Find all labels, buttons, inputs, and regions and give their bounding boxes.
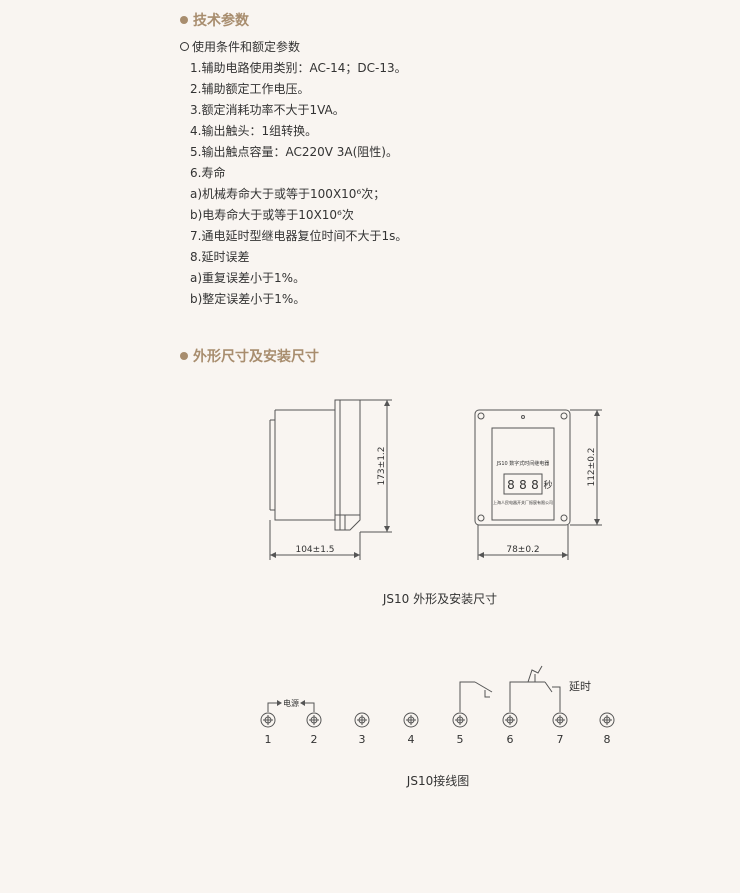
spec-item: 6.寿命 (190, 166, 226, 180)
usage-conditions-heading: 使用条件和额定参数 (180, 38, 300, 55)
spec-item: 4.输出触头：1组转换。 (190, 124, 318, 138)
power-label: 电源 (283, 698, 299, 708)
side-height-label: 173±1.2 (377, 446, 387, 485)
bullet-dot-icon (180, 16, 188, 24)
wiring-caption: JS10接线图 (406, 774, 470, 788)
dimensions-caption: JS10 外形及安装尺寸 (382, 592, 498, 606)
front-view-outline (474, 409, 571, 526)
spec-item: a)重复误差小于1%。 (190, 271, 306, 285)
side-width-label: 104±1.5 (295, 545, 334, 555)
front-width-label: 78±0.2 (506, 545, 539, 555)
tech-params-heading: 技术参数 (180, 10, 249, 30)
front-height-label: 112±0.2 (587, 447, 597, 486)
terminal-number: 1 (265, 733, 272, 746)
device-digit: 8 (507, 478, 515, 492)
spec-item: 5.输出触点容量：AC220V 3A(阻性)。 (190, 145, 398, 159)
spec-item: b)整定误差小于1%。 (190, 292, 306, 306)
terminal-number: 2 (311, 733, 318, 746)
dimensions-title: 外形尺寸及安装尺寸 (193, 349, 319, 365)
bullet-dot-icon (180, 352, 188, 360)
wiring-diagram: 电源 延时 1 2 3 4 5 6 7 8 (260, 665, 615, 746)
terminal-number: 8 (604, 733, 611, 746)
bullet-circle-icon (180, 42, 189, 51)
device-maker-text: 上海人民电器开关厂振宸有限公司 (493, 499, 553, 505)
spec-item: 2.辅助额定工作电压。 (190, 82, 310, 96)
usage-conditions-title: 使用条件和额定参数 (192, 40, 301, 54)
terminal-number: 7 (557, 733, 564, 746)
device-model-text: JS10 数字式时间继电器 (496, 460, 550, 467)
terminal-number: 3 (359, 733, 366, 746)
spec-item: 8.延时误差 (190, 250, 250, 264)
side-view-outline (269, 399, 361, 531)
delay-label: 延时 (569, 680, 591, 693)
device-digit: 8 (531, 478, 539, 492)
device-unit-label: 秒 (543, 479, 552, 491)
spec-item: 7.通电延时型继电器复位时间不大于1s。 (190, 229, 408, 243)
spec-item: b)电寿命大于或等于10X10⁶次 (190, 208, 354, 222)
terminal-symbols (260, 712, 615, 728)
dimension-drawing: 173±1.2 104±1.5 112±0.2 78±0.2 JS10 数字式时… (269, 399, 602, 560)
spec-item: 1.辅助电路使用类别：AC-14；DC-13。 (190, 61, 407, 75)
terminal-number: 5 (457, 733, 464, 746)
terminal-number: 4 (408, 733, 415, 746)
dimensions-heading: 外形尺寸及安装尺寸 (180, 346, 319, 366)
spec-item: a)机械寿命大于或等于100X10⁶次； (190, 187, 386, 201)
spec-item: 3.额定消耗功率不大于1VA。 (190, 103, 345, 117)
terminal-number: 6 (507, 733, 514, 746)
device-digit: 8 (519, 478, 527, 492)
spec-list: 1.辅助电路使用类别：AC-14；DC-13。 2.辅助额定工作电压。 3.额定… (190, 58, 407, 310)
tech-params-title: 技术参数 (193, 13, 249, 29)
